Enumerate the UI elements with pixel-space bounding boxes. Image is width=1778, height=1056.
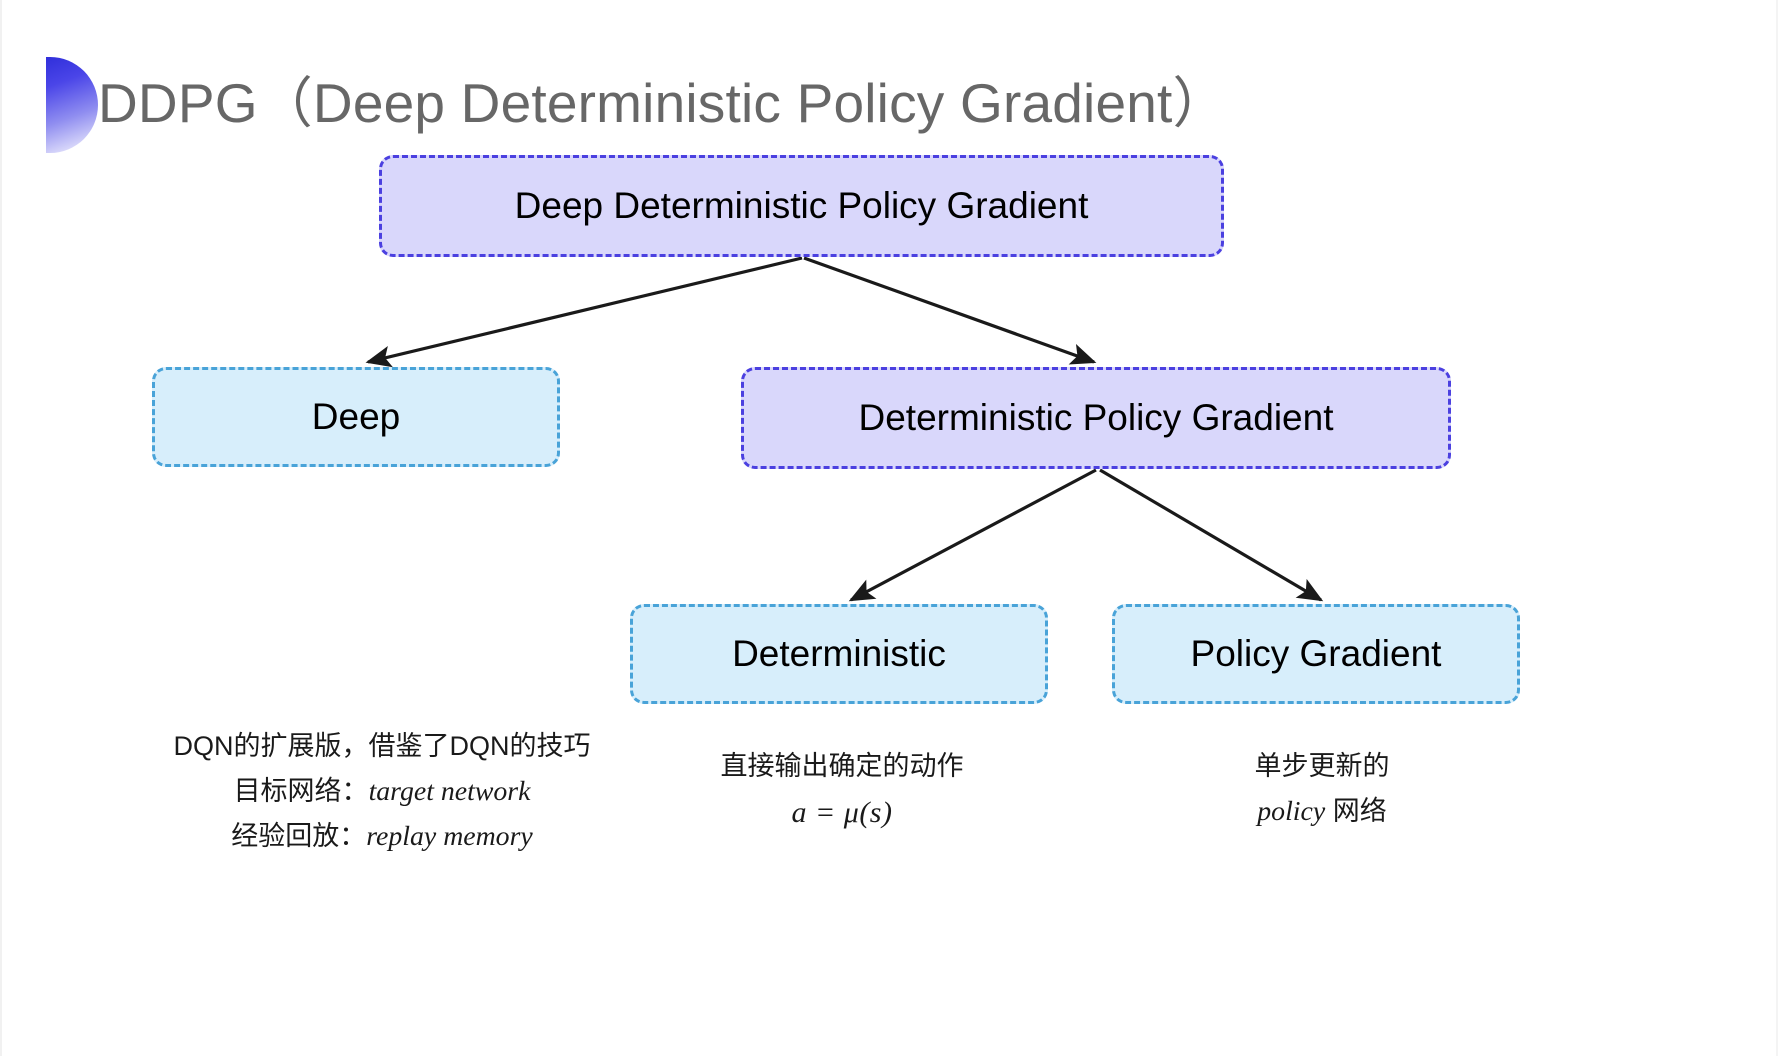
caption-deep-line2: 目标网络：target network — [62, 769, 702, 814]
node-deep[interactable]: Deep — [152, 367, 560, 467]
caption-deep-line2-term: target network — [368, 775, 531, 807]
caption-deterministic-line1: 直接输出确定的动作 — [720, 751, 964, 781]
caption-deterministic-formula: a = μ(s) — [791, 795, 893, 829]
caption-deep-line3: 经验回放：replay memory — [62, 814, 702, 859]
caption-policy-gradient-line1: 单步更新的 — [1254, 751, 1390, 781]
node-policy-gradient[interactable]: Policy Gradient — [1112, 604, 1520, 704]
edge-dpg-deterministic — [848, 468, 1097, 602]
caption-deep-line3-label: 经验回放： — [231, 820, 367, 851]
caption-deep-line1: DQN的扩展版，借鉴了DQN的技巧 — [173, 731, 591, 761]
edge-root-dpg — [803, 256, 1097, 365]
caption-deep-line2-label: 目标网络： — [233, 775, 369, 806]
caption-deep: DQN的扩展版，借鉴了DQN的技巧 目标网络：target network 经验… — [62, 725, 702, 859]
node-deterministic[interactable]: Deterministic — [630, 604, 1048, 704]
edge-dpg-policy-gradient — [1099, 468, 1324, 602]
caption-policy-gradient: 单步更新的 policy 网络 — [1132, 745, 1512, 834]
caption-policy-gradient-term: policy — [1257, 795, 1326, 827]
node-deterministic-policy-gradient[interactable]: Deterministic Policy Gradient — [741, 367, 1451, 469]
caption-deterministic: 直接输出确定的动作 a = μ(s) — [642, 745, 1042, 837]
edge-root-deep — [365, 256, 803, 368]
page-title: DDPG（Deep Deterministic Policy Gradient） — [98, 72, 1228, 134]
caption-policy-gradient-line2: policy 网络 — [1132, 789, 1512, 834]
caption-deep-line3-term: replay memory — [366, 820, 533, 852]
caption-policy-gradient-tail: 网络 — [1325, 795, 1387, 826]
node-deep-deterministic-policy-gradient[interactable]: Deep Deterministic Policy Gradient — [379, 155, 1224, 257]
title-accent-mask — [2, 50, 46, 160]
